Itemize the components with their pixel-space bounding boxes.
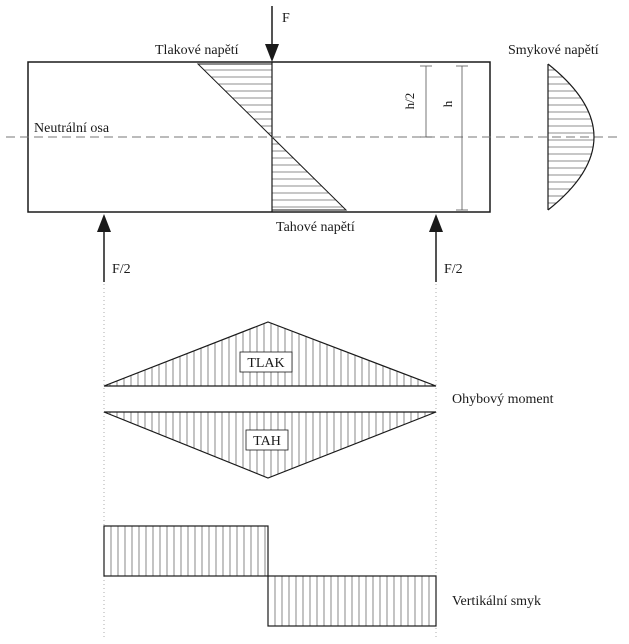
shear-stress-diagram: [547, 63, 595, 211]
compressive-stress-label: Tlakové napětí: [155, 43, 239, 58]
tensile-stress-triangle: [271, 135, 348, 211]
compression-triangle: [103, 321, 437, 387]
left-support-label: F/2: [112, 262, 131, 277]
tension-triangle: [103, 411, 437, 479]
top-load-arrow: [265, 6, 279, 62]
bending-moment-label: Ohybový moment: [452, 392, 554, 407]
compressive-stress-triangle: [196, 63, 273, 139]
left-support-arrow: [97, 214, 111, 282]
compression-label: TLAK: [247, 356, 284, 371]
shear-stress-label: Smykové napětí: [508, 43, 599, 58]
positive-shear-block: [103, 525, 269, 577]
beam-group: h/2 h Tlakové napětí Tahové napětí Neutr…: [6, 43, 620, 235]
height-label: h: [440, 100, 455, 107]
bending-moment-hatching: [109, 323, 433, 477]
tah-box: [245, 429, 289, 451]
bending-moment-diagram: [103, 321, 437, 479]
vertical-shear-label: Vertikální smyk: [452, 594, 541, 609]
tension-label: TAH: [253, 434, 281, 449]
right-support-label: F/2: [444, 262, 463, 277]
vertical-shear-diagram: [103, 525, 437, 627]
tlak-box: [239, 351, 293, 373]
vertical-shear-hatching: [110, 526, 430, 626]
right-support-arrow: [429, 214, 443, 282]
neutral-axis-label: Neutrální osa: [34, 121, 110, 136]
tensile-stress-label: Tahové napětí: [276, 220, 355, 235]
shear-stress-curve: [547, 63, 595, 211]
shear-stress-hatching: [548, 69, 594, 204]
negative-shear-block: [267, 575, 437, 627]
force-f-label: F: [282, 11, 290, 26]
half-height-label: h/2: [402, 93, 417, 110]
